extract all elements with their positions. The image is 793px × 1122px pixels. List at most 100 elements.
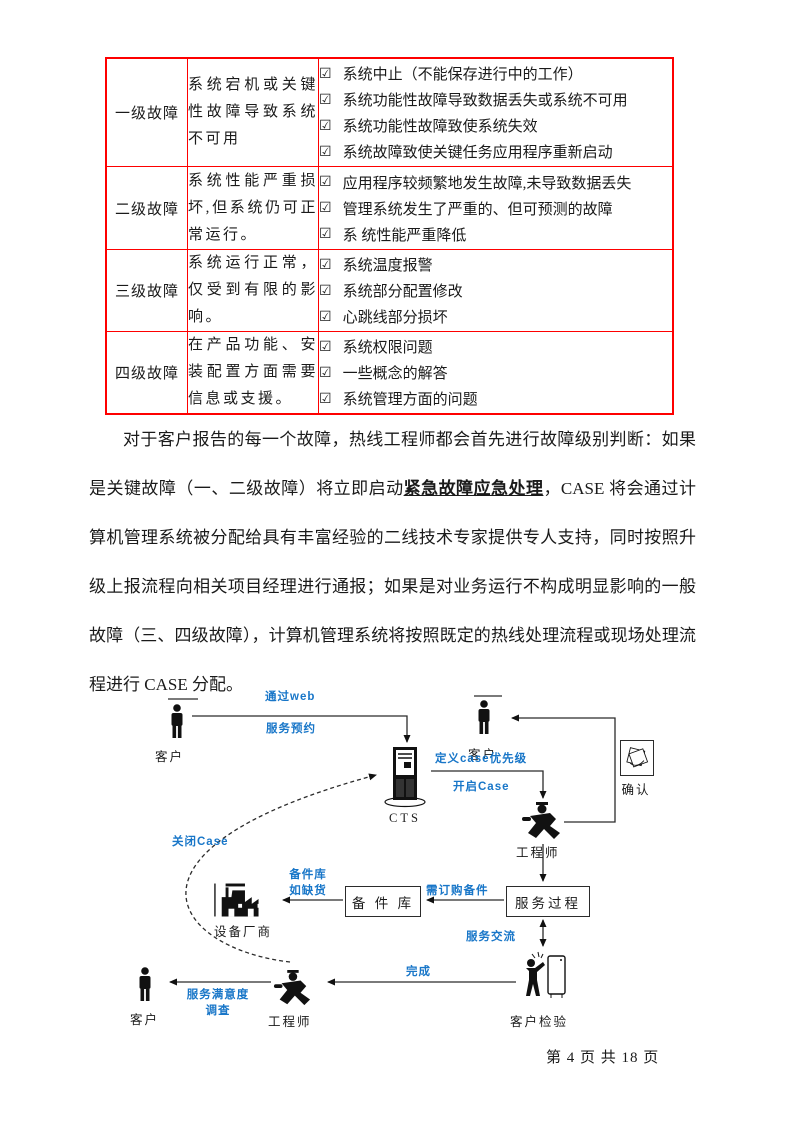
list-item: ☑ 管理系统发生了严重的、但可预测的故障 <box>319 195 672 221</box>
order-parts-label: 需订购备件 <box>426 885 489 897</box>
service-comm-label: 服务交流 <box>466 931 516 943</box>
fault-desc-cell: 系统宕机或关键性故障导致系统不可用 <box>187 57 319 167</box>
fault-level-cell: 二级故障 <box>105 166 188 250</box>
list-item: ☑ 心跳线部分损坏 <box>319 304 672 330</box>
spare-shortage-line1: 备件库 <box>289 869 327 881</box>
engineer-label: 工程师 <box>516 846 560 860</box>
fault-desc-cell: 在产品功能、安装配置方面需要信息或支援。 <box>187 331 319 415</box>
spare-warehouse-label: 备 件 库 <box>351 895 415 911</box>
satisfaction-line1: 服务满意度 <box>186 989 250 1001</box>
list-item: ☑ 系 统性能严重降低 <box>319 221 672 247</box>
fault-item-text: 系统故障致使关键任务应用程序重新启动 <box>342 145 613 161</box>
table-row: 四级故障 在产品功能、安装配置方面需要信息或支援。 ☑ 系统权限问题 ☑ 一些概念的… <box>105 331 674 415</box>
customer-label: 客户 <box>155 750 185 764</box>
satisfaction-label: 服务满意度 调查 <box>182 986 254 1018</box>
list-item: ☑ 一些概念的解答 <box>319 360 672 386</box>
engineer-label: 工程师 <box>268 1015 312 1029</box>
fault-item-text: 管理系统发生了严重的、但可预测的故障 <box>342 201 613 218</box>
service-process-box: 服务过程 <box>506 886 590 917</box>
checkbox-checked-icon: ☑ <box>319 226 332 242</box>
checkbox-checked-icon: ☑ <box>319 282 332 299</box>
done-label: 完成 <box>406 966 431 978</box>
fault-item-text: 系统部分配置修改 <box>342 284 463 300</box>
customer-icon <box>139 967 151 1001</box>
customer-label: 客户 <box>468 748 498 762</box>
spare-warehouse-box: 备 件 库 <box>345 886 421 917</box>
confirm-box <box>620 740 654 776</box>
fault-desc-cell: 系统运行正常，仅受到有限的影响。 <box>187 249 319 332</box>
list-item: ☑ 系统功能性故障致使系统失效 <box>319 113 672 139</box>
paragraph-text-before: 对于客户报告的每一个故障，热线工程师都会首先进行故障级别判断：如果是关键故障（一… <box>89 430 696 498</box>
fault-level-cell: 一级故障 <box>105 57 188 167</box>
vendor-label: 设备厂商 <box>214 925 273 939</box>
checkbox-checked-icon: ☑ <box>319 143 332 160</box>
customer-check-label: 客户检验 <box>510 1015 569 1029</box>
service-flow-diagram: 备 件 库 服务过程 客户 <box>130 680 675 1042</box>
fault-level-cell: 三级故障 <box>105 249 188 332</box>
table-row: 一级故障 系统宕机或关键性故障导致系统不可用 ☑ 系统中止（不能保存进行中的工作）… <box>105 57 674 167</box>
fault-items-cell: ☑ 系统权限问题 ☑ 一些概念的解答 ☑ 系统管理方面的问题 <box>318 331 674 415</box>
arrow-engineer-to-customer <box>511 714 616 823</box>
server-icon <box>384 747 426 808</box>
fault-item-text: 应用程序较频繁地发生故障,未导致数据丢失 <box>342 175 632 192</box>
fault-item-text: 系统权限问题 <box>342 340 433 356</box>
checkbox-checked-icon: ☑ <box>319 338 332 355</box>
cts-label: CTS <box>389 811 421 825</box>
checkbox-checked-icon: ☑ <box>319 308 332 325</box>
fault-item-text: 系统管理方面的问题 <box>342 392 478 408</box>
fault-item-text: 系 统性能严重降低 <box>342 227 467 244</box>
checkbox-checked-icon: ☑ <box>319 256 332 273</box>
checkbox-checked-icon: ☑ <box>319 65 332 82</box>
fault-item-text: 系统功能性故障导致数据丢失或系统不可用 <box>342 93 628 109</box>
fault-item-text: 系统功能性故障致使系统失效 <box>342 119 538 135</box>
fault-item-text: 系统温度报警 <box>342 258 433 274</box>
confirm-label: 确认 <box>621 783 651 797</box>
service-booking-label: 服务预约 <box>266 723 316 735</box>
list-item: ☑ 系统温度报警 <box>319 252 672 278</box>
list-item: ☑ 系统部分配置修改 <box>319 278 672 304</box>
checkbox-checked-icon: ☑ <box>319 117 332 134</box>
checkbox-checked-icon: ☑ <box>319 200 332 216</box>
customer-inspect-icon <box>526 951 566 998</box>
satisfaction-line2: 调查 <box>205 1005 231 1017</box>
engineer-icon <box>522 802 560 839</box>
list-item: ☑ 系统管理方面的问题 <box>319 386 672 412</box>
fault-level-table: 一级故障 系统宕机或关键性故障导致系统不可用 ☑ 系统中止（不能保存进行中的工作）… <box>105 57 674 415</box>
spare-shortage-line2: 如缺货 <box>289 885 327 897</box>
customer-icon <box>171 704 183 738</box>
emphasis-text: 紧急故障应急处理 <box>403 479 544 498</box>
checkbox-checked-icon: ☑ <box>319 390 332 407</box>
body-paragraph: 对于客户报告的每一个故障，热线工程师都会首先进行故障级别判断：如果是关键故障（一… <box>89 415 696 709</box>
fault-item-text: 系统中止（不能保存进行中的工作） <box>342 67 583 83</box>
table-row: 三级故障 系统运行正常，仅受到有限的影响。 ☑ 系统温度报警 ☑ 系统部分配置修改 … <box>105 249 674 332</box>
via-web-label: 通过web <box>265 691 316 703</box>
factory-icon <box>214 883 262 917</box>
fault-item-text: 心跳线部分损坏 <box>342 310 448 326</box>
page-number: 第 4 页 共 18 页 <box>546 1050 660 1066</box>
list-item: ☑ 应用程序较频繁地发生故障,未导致数据丢失 <box>319 169 672 195</box>
checkbox-checked-icon: ☑ <box>319 174 332 190</box>
arrow-web-to-cts <box>192 715 411 743</box>
confirm-doc-icon <box>626 747 649 768</box>
customer-icon <box>478 700 490 734</box>
checkbox-checked-icon: ☑ <box>319 364 332 381</box>
paragraph-text-after: ，CASE 将会通过计算机管理系统被分配给具有丰富经验的二线技术专家提供专人支持… <box>89 479 697 694</box>
spare-shortage-label: 备件库 如缺货 <box>278 866 338 898</box>
close-case-label: 关闭Case <box>172 836 229 848</box>
list-item: ☑ 系统故障致使关键任务应用程序重新启动 <box>319 139 672 165</box>
table-row: 二级故障 系统性能严重损坏,但系统仍可正常运行。 ☑应用程序较频繁地发生故障,未… <box>105 166 674 250</box>
service-process-label: 服务过程 <box>515 895 581 911</box>
fault-item-text: 一些概念的解答 <box>342 366 448 382</box>
fault-items-cell: ☑ 系统温度报警 ☑ 系统部分配置修改 ☑ 心跳线部分损坏 <box>318 249 674 332</box>
flow-connectors <box>168 695 616 986</box>
fault-items-cell: ☑ 应用程序较频繁地发生故障,未导致数据丢失 ☑ 管理系统发生了严重的、但可预测的故… <box>318 166 674 250</box>
list-item: ☑ 系统功能性故障导致数据丢失或系统不可用 <box>319 87 672 113</box>
checkbox-checked-icon: ☑ <box>319 91 332 108</box>
arrow-cts-to-engineer <box>431 770 547 799</box>
define-priority-label: 定义case优先级 <box>435 753 528 765</box>
list-item: ☑ 系统中止（不能保存进行中的工作） <box>319 61 672 87</box>
customer-label: 客户 <box>130 1013 160 1027</box>
fault-items-cell: ☑ 系统中止（不能保存进行中的工作） ☑ 系统功能性故障导致数据丢失或系统不可用 ☑… <box>318 57 674 167</box>
fault-level-cell: 四级故障 <box>105 331 188 415</box>
